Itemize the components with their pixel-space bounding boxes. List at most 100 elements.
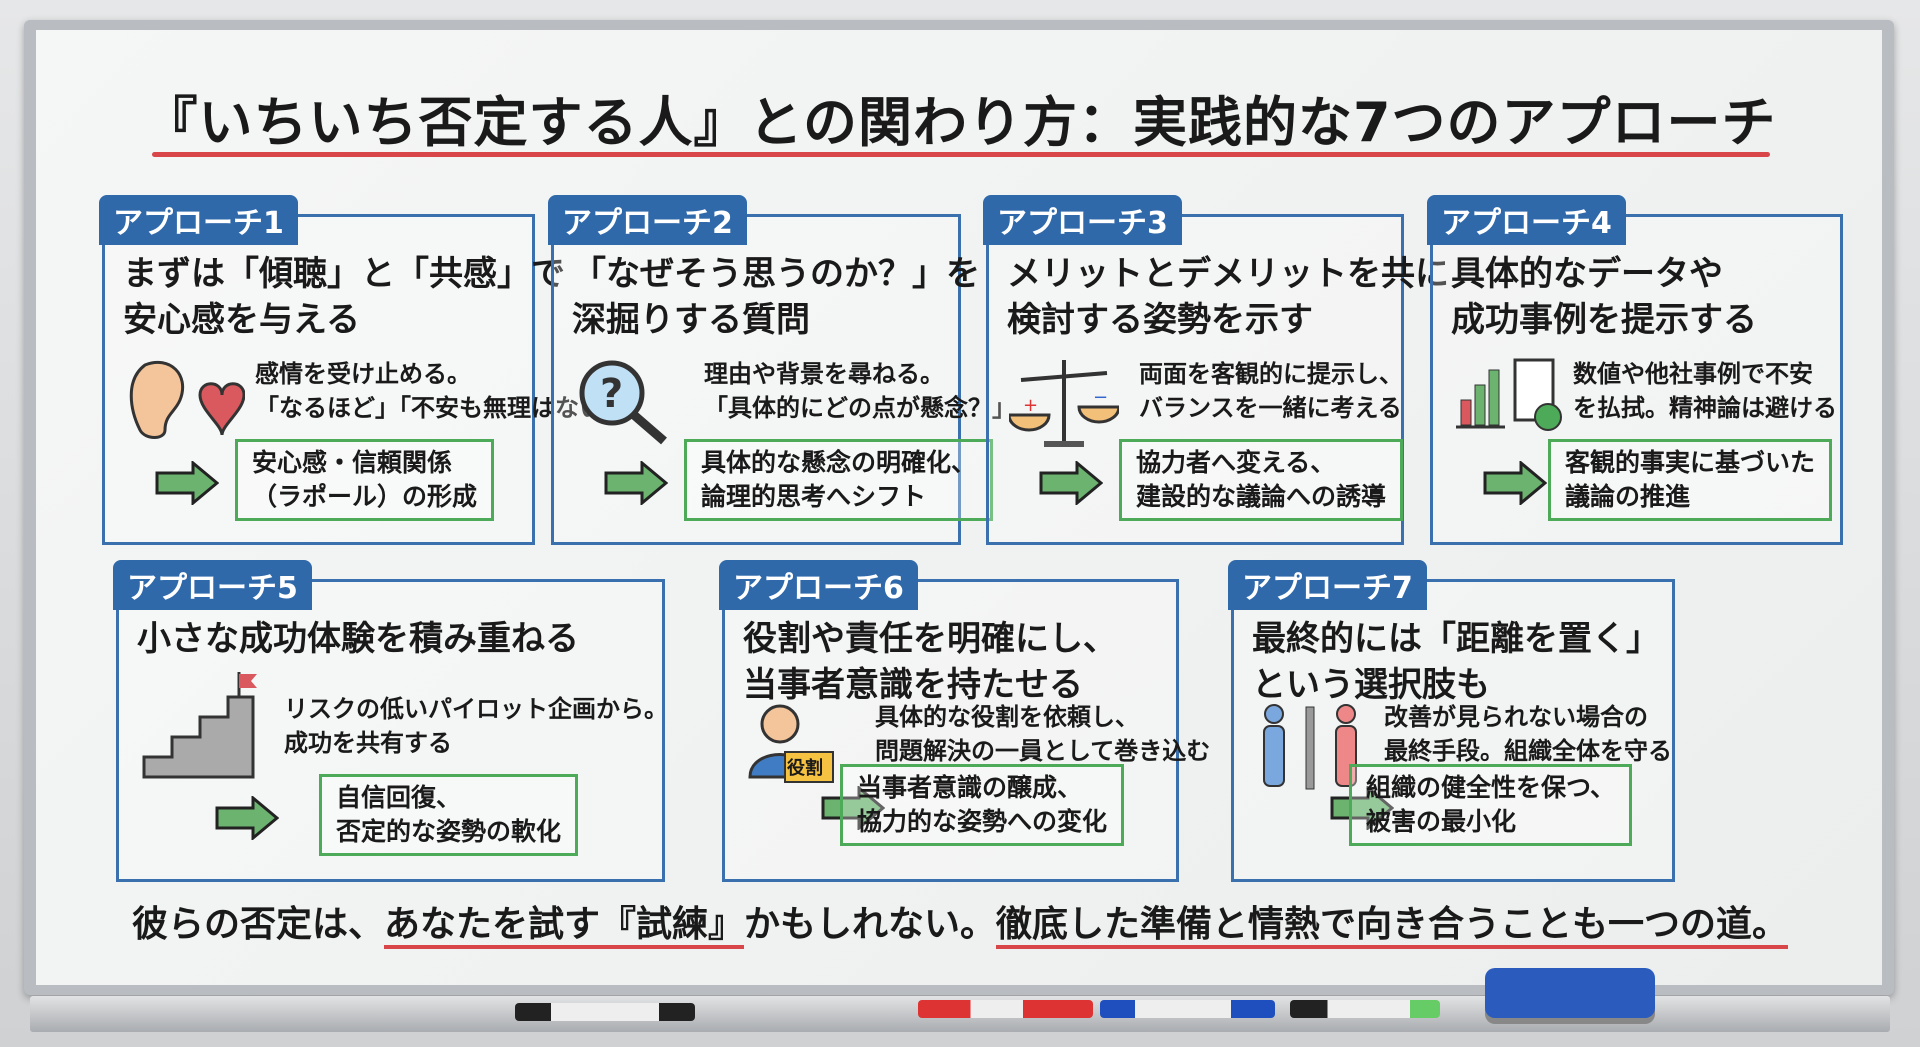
approach-result: 組織の健全性を保つ、被害の最小化 (1349, 764, 1633, 846)
approach-heading: メリットとデメリットを共に検討する姿勢を示す (1007, 251, 1449, 343)
approach-heading: 「なぜそう思うのか？」を深掘りする質問 (572, 251, 980, 343)
eraser[interactable] (1485, 968, 1655, 1018)
approach-card: アプローチ2 「なぜそう思うのか？」を深掘りする質問 ? 理由や背景を尋ねる。「… (548, 195, 1016, 545)
result-line: 建設的な議論への誘導 (1136, 482, 1387, 511)
approach-heading: 役割や責任を明確にし、当事者意識を持たせる (743, 616, 1117, 708)
approach-result: 当事者意識の醸成、協力的な姿勢への変化 (840, 764, 1125, 846)
approach-description: リスクの低いパイロット企画から。成功を共有する (284, 692, 668, 760)
approach-tab: アプローチ3 (983, 195, 1182, 245)
arrow-right-icon (1483, 459, 1548, 507)
desc-line: 理由や背景を尋ねる。 (704, 360, 944, 388)
desc-line: 具体的な役割を依頼し、 (875, 703, 1139, 731)
desc-line: 感情を受け止める。 (255, 360, 471, 388)
approach-heading: 小さな成功体験を積み重ねる (137, 616, 579, 662)
heading-line: 深掘りする質問 (572, 300, 810, 340)
distance-people-icon (1254, 702, 1374, 796)
desc-line: 成功を共有する (284, 729, 452, 757)
desc-line: 改善が見られない場合の (1384, 703, 1648, 731)
footer-part: かもしれない。 (744, 904, 997, 945)
desc-line: を払拭。精神論は避ける (1573, 394, 1837, 422)
result-line: 具体的な懸念の明確化、 (701, 448, 977, 477)
heading-line: 小さな成功体験を積み重ねる (137, 619, 579, 659)
magnifier-question-icon: ? (574, 355, 674, 449)
approach-result: 自信回復、否定的な姿勢の軟化 (319, 774, 579, 856)
blue-marker[interactable] (1100, 1000, 1275, 1018)
heading-line: という選択肢も (1252, 665, 1490, 705)
footer-underlined: 徹底した準備と情熱で向き合うことも一つの道。 (996, 904, 1789, 949)
approach-card: アプローチ3 メリットとデメリットを共に検討する姿勢を示す +− 両面を客観的に… (983, 195, 1449, 545)
desc-line: 数値や他社事例で不安 (1573, 360, 1813, 388)
result-line: 組織の健全性を保つ、 (1366, 773, 1616, 802)
desc-line: 「なるほど」「不安も無理はない」 (255, 394, 627, 422)
chart-document-icon (1453, 355, 1563, 439)
ear-heart-icon (125, 355, 246, 449)
result-line: 自信回復、 (336, 783, 462, 812)
approach-result: 安心感・信頼関係（ラポール）の形成 (235, 439, 495, 521)
approach-card: アプローチ1 まずは「傾聴」と「共感」で安心感を与える 感情を受け止める。「なる… (99, 195, 627, 545)
heading-line: メリットとデメリットを共に (1007, 254, 1449, 294)
title-underline (152, 152, 1770, 157)
approach-result: 具体的な懸念の明確化、論理的思考へシフト (684, 439, 994, 521)
approach-result: 協力者へ変える、建設的な議論への誘導 (1119, 439, 1404, 521)
result-line: 論理的思考へシフト (701, 482, 927, 511)
red-marker[interactable] (918, 1000, 1093, 1018)
person-role-icon: 役割 (745, 702, 835, 796)
arrow-right-icon (1330, 784, 1395, 832)
approach-heading: 最終的には「距離を置く」という選択肢も (1252, 616, 1660, 708)
arrow-right-icon (1039, 459, 1104, 507)
approach-tab: アプローチ2 (548, 195, 747, 245)
result-line: （ラポール）の形成 (252, 482, 478, 511)
stairs-flag-icon (139, 672, 259, 786)
approach-card: アプローチ6 役割や責任を明確にし、当事者意識を持たせる 役割 具体的な役割を依… (719, 560, 1210, 882)
result-line: 協力的な姿勢への変化 (857, 807, 1108, 836)
approach-card: アプローチ5 小さな成功体験を積み重ねる リスクの低いパイロット企画から。成功を… (113, 560, 668, 882)
result-line: 議論の推進 (1565, 482, 1691, 511)
approach-tab: アプローチ1 (99, 195, 298, 245)
desc-line: 最終手段。組織全体を守る (1384, 737, 1672, 765)
result-line: 協力者へ変える、 (1136, 448, 1336, 477)
heading-line: 当事者意識を持たせる (743, 665, 1083, 705)
role-badge: 役割 (787, 758, 823, 779)
approach-result: 客観的事実に基づいた議論の推進 (1548, 439, 1833, 521)
desc-line: バランスを一緒に考える (1139, 394, 1402, 422)
desc-line: 問題解決の一員として巻き込む (875, 737, 1211, 765)
approach-description: 改善が見られない場合の最終手段。組織全体を守る (1384, 700, 1672, 768)
svg-text:−: − (1093, 387, 1108, 408)
heading-line: 役割や責任を明確にし、 (743, 619, 1117, 659)
approach-heading: 具体的なデータや成功事例を提示する (1451, 251, 1757, 343)
arrow-right-icon (604, 459, 669, 507)
black-marker[interactable] (515, 1003, 695, 1021)
heading-line: 安心感を与える (123, 300, 360, 340)
result-line: 客観的事実に基づいた (1565, 448, 1816, 477)
heading-line: 成功事例を提示する (1451, 300, 1757, 340)
result-line: 否定的な姿勢の軟化 (336, 817, 562, 846)
heading-line: 最終的には「距離を置く」 (1252, 619, 1660, 659)
desc-line: 両面を客観的に提示し、 (1139, 360, 1403, 388)
desc-line: 「具体的にどの点が懸念？」 (704, 394, 1016, 422)
heading-line: 検討する姿勢を示す (1007, 300, 1313, 340)
result-line: 当事者意識の醸成、 (857, 773, 1083, 802)
approach-heading: まずは「傾聴」と「共感」で安心感を与える (123, 251, 565, 343)
approach-description: 数値や他社事例で不安を払拭。精神論は避ける (1573, 357, 1837, 425)
arrow-right-icon (155, 459, 220, 507)
approach-description: 理由や背景を尋ねる。「具体的にどの点が懸念？」 (704, 357, 1016, 425)
approach-tab: アプローチ5 (113, 560, 312, 610)
approach-description: 感情を受け止める。「なるほど」「不安も無理はない」 (255, 357, 627, 425)
approach-description: 具体的な役割を依頼し、問題解決の一員として巻き込む (875, 700, 1210, 768)
balance-scale-icon: +− (1007, 355, 1121, 454)
approach-tab: アプローチ7 (1228, 560, 1427, 610)
approach-card: アプローチ7 最終的には「距離を置く」という選択肢も 改善が見られない場合の最終… (1228, 560, 1675, 882)
approach-description: 両面を客観的に提示し、バランスを一緒に考える (1139, 357, 1403, 425)
svg-text:+: + (1023, 395, 1038, 416)
approach-tab: アプローチ4 (1427, 195, 1626, 245)
heading-line: まずは「傾聴」と「共感」で (123, 254, 565, 294)
footer-underlined: あなたを試す『試練』 (383, 904, 744, 949)
footer-message: 彼らの否定は、あなたを試す『試練』かもしれない。徹底した準備と情熱で向き合うこと… (0, 895, 1920, 949)
approach-tab: アプローチ6 (719, 560, 918, 610)
heading-line: 具体的なデータや (1451, 254, 1723, 294)
footer-part: 彼らの否定は、 (131, 904, 384, 945)
green-marker[interactable] (1290, 1000, 1440, 1018)
arrow-right-icon (821, 784, 886, 832)
heading-line: 「なぜそう思うのか？」を (572, 254, 980, 294)
board-title: 『いちいち否定する人』との関わり方：実践的な7つのアプローチ (143, 91, 1777, 154)
